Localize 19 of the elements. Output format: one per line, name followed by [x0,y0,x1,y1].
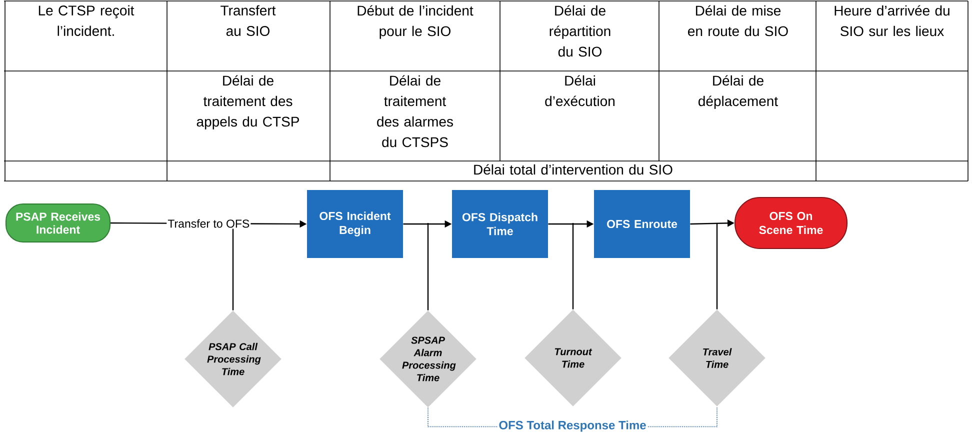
table-text: Délai d’exécution [545,75,614,106]
process-box: OFS Dispatch Time [452,190,548,258]
table-text: Délai de traitement des alarmes du CTSPS [377,75,453,148]
connector-line [716,223,718,310]
edge-label: Transfer to OFS [166,218,251,229]
edge-label: OFS Total Response Time [498,420,648,433]
table-text: Transfert au SIO [220,5,276,36]
table-text: Début de l’incident pour le SIO [358,5,474,39]
table-text: Délai total d’intervention du SIO [474,164,672,175]
connector-line [427,223,429,310]
table-text: Heure d’arrivée du SIO sur les lieux [834,5,950,36]
process-box: OFS Enroute [594,190,690,258]
table-text: Le CTSP reçoit l’incident. [38,5,134,36]
table-text: Délai de mise en route du SIO [688,5,788,36]
connector-line [572,223,574,310]
table-text: Délai de traitement des appels du CTSP [196,75,299,130]
table-text: Délai de répartition du SIO [550,5,610,57]
table-text: Délai de déplacement [698,75,778,109]
process-box: OFS Incident Begin [307,190,403,258]
